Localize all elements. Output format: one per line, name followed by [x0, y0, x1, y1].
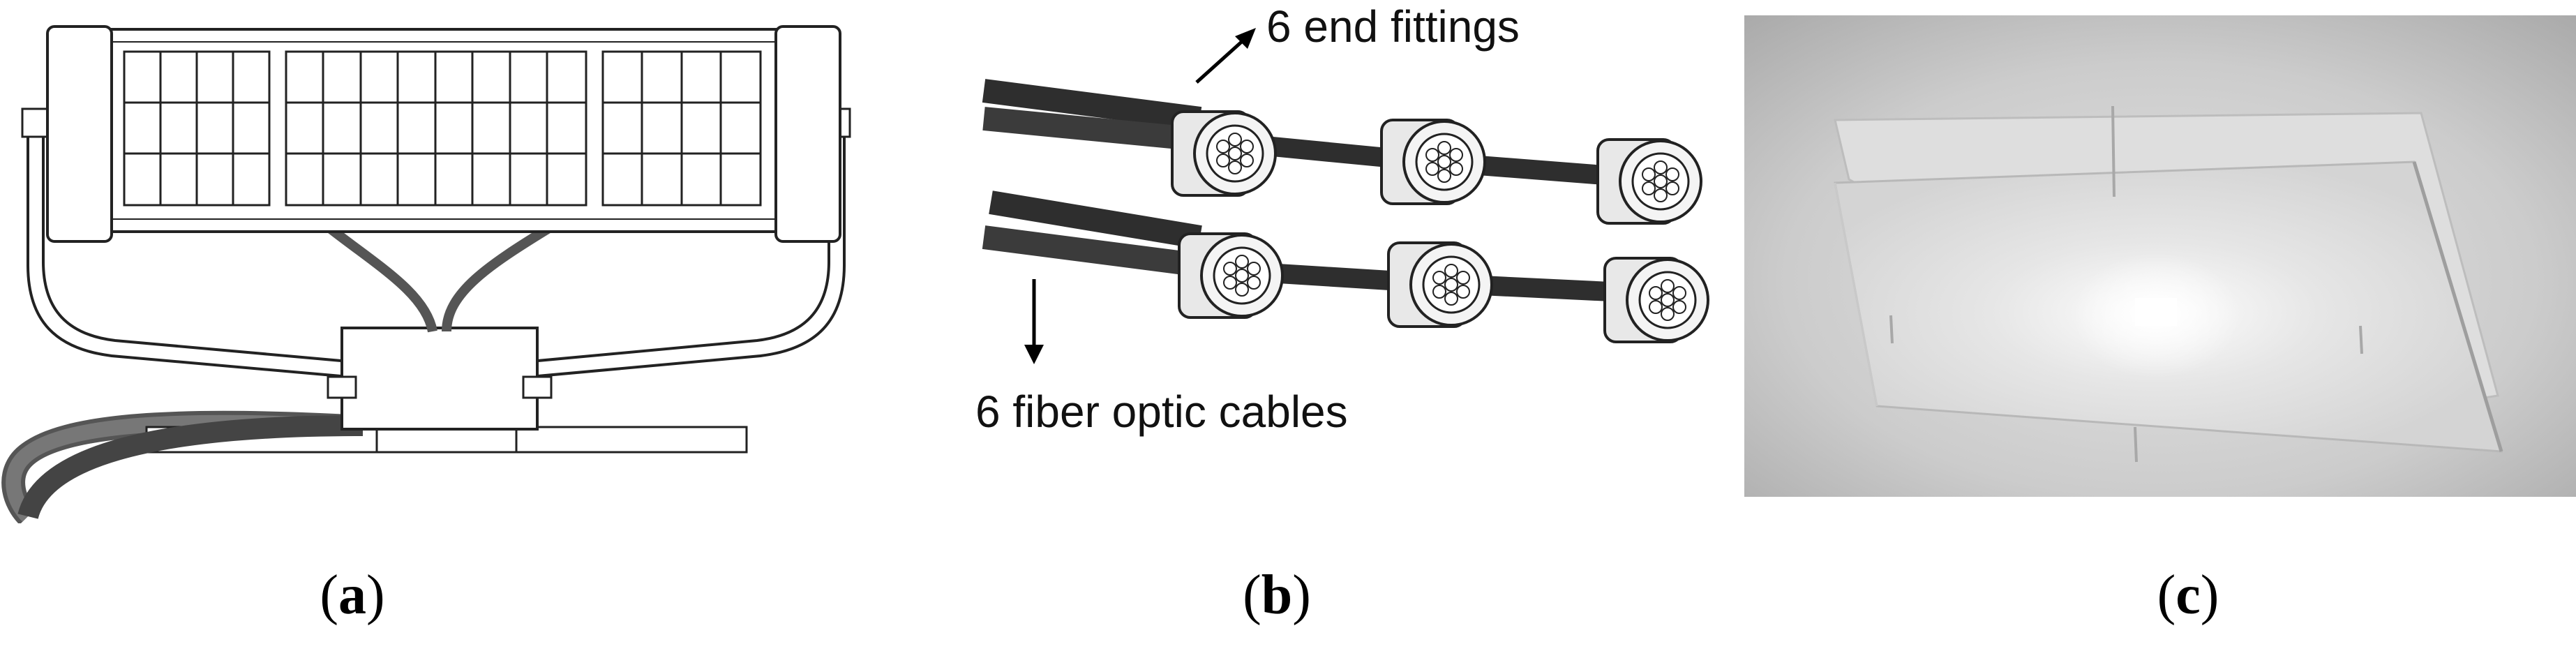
arrow-fiber-cables — [1024, 279, 1044, 364]
end-cap-right — [774, 25, 841, 243]
end-fitting-2 — [1380, 119, 1486, 205]
panel-c-ceiling-panel-photo — [1744, 15, 2576, 497]
caption-c: (c) — [2157, 564, 2219, 626]
lower-cable-bundle — [982, 190, 1640, 303]
caption-a: (a) — [320, 564, 385, 626]
end-fitting-3 — [1596, 138, 1702, 225]
led-grid-right — [601, 50, 762, 207]
panel-a-luminaire-drawing — [1, 25, 851, 523]
standoff-pins — [1889, 105, 2363, 463]
end-fitting-4 — [1178, 232, 1284, 319]
label-end-fittings: 6 end fittings — [1266, 1, 1520, 52]
upper-cable-bundle — [982, 79, 1641, 188]
end-fitting-1 — [1171, 110, 1277, 197]
led-grid-left — [123, 50, 271, 207]
driver-box — [340, 327, 539, 431]
led-grid-center — [285, 50, 587, 207]
panel-b-fiber-cables: 6 end fittings 6 fiber optic cables — [975, 1, 1709, 437]
caption-b: (b) — [1243, 564, 1311, 626]
label-fiber-cables: 6 fiber optic cables — [975, 387, 1348, 437]
luminaire-housing — [49, 28, 819, 233]
end-fitting-5 — [1387, 241, 1493, 328]
mounting-yoke — [27, 117, 846, 378]
arrow-end-fittings — [1195, 28, 1256, 84]
end-fitting-6 — [1603, 257, 1709, 343]
end-cap-left — [46, 25, 113, 243]
internal-cables — [324, 223, 437, 333]
